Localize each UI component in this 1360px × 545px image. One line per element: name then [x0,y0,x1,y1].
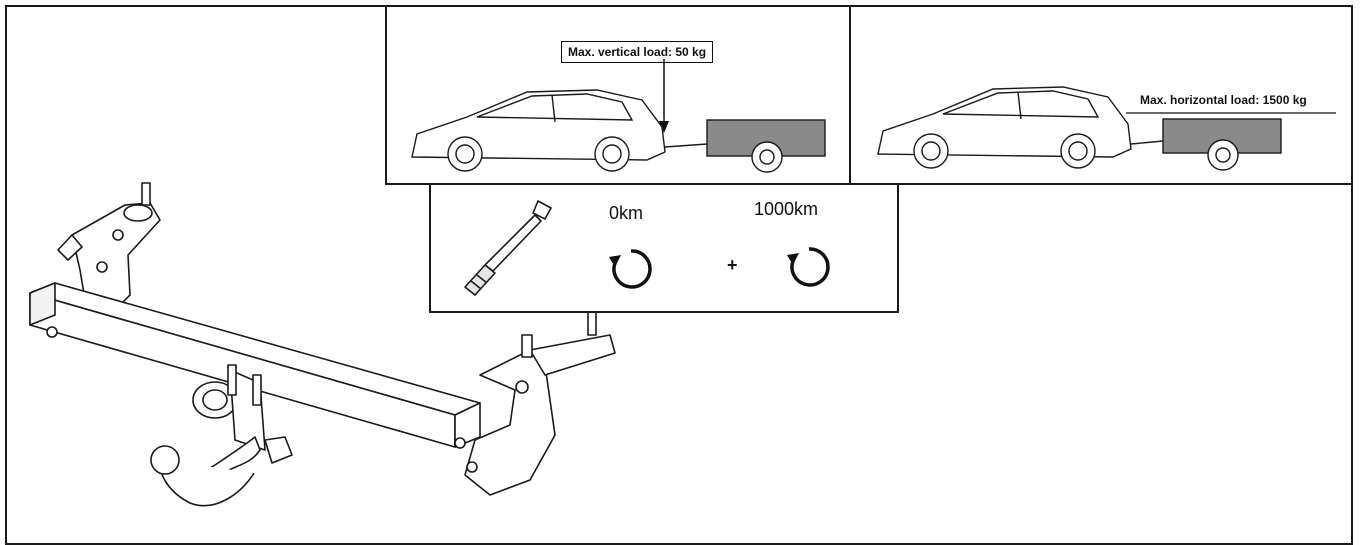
step1-distance-label: 0km [609,203,644,223]
horizontal-load-label: Max. horizontal load: 1500 kg [1140,93,1307,107]
vertical-load-arrow-icon [659,59,669,133]
vertical-load-panel: Max. vertical load: 50 kg [385,5,851,185]
horizontal-load-line-icon [1126,112,1336,114]
torque-wrench-icon [464,200,552,296]
car-with-trailer-illustration [877,86,1282,171]
plus-sign: + [727,255,738,275]
towbar-illustration [29,182,616,507]
rotate-clockwise-icon [609,249,652,289]
vertical-load-label: Max. vertical load: 50 kg [561,41,714,63]
rotate-clockwise-icon [787,247,830,287]
step2-distance-label: 1000km [754,199,819,219]
horizontal-load-panel: Max. horizontal load: 1500 kg [849,5,1353,185]
torque-check-panel: 0km 1000km + [429,183,899,313]
car-with-trailer-illustration [411,89,826,173]
